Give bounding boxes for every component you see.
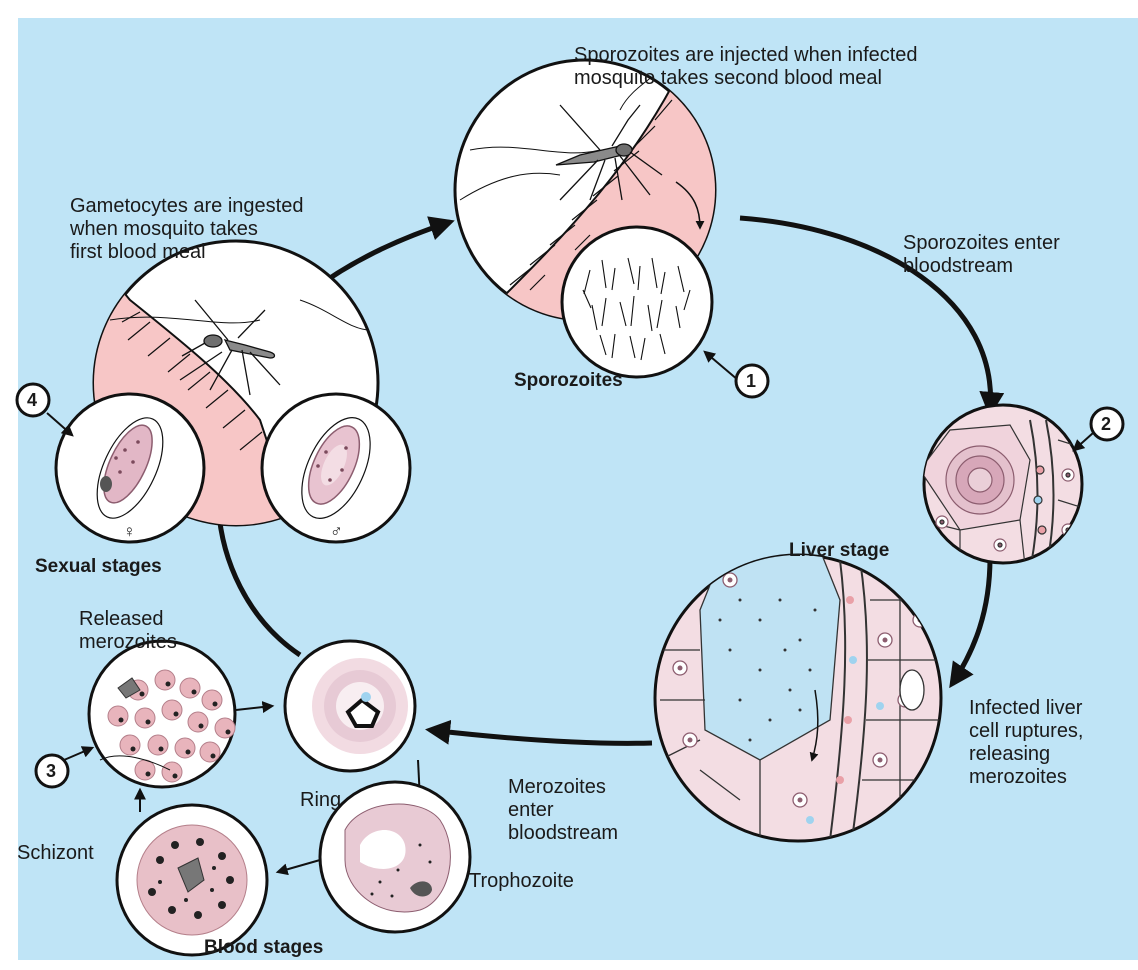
trophozoite-circle xyxy=(320,782,470,932)
schizont-circle xyxy=(117,805,267,955)
liver-stage-circle xyxy=(920,405,1090,575)
male-symbol: ♂ xyxy=(330,523,343,541)
female-gametocyte-circle xyxy=(56,394,204,542)
released-merozoites-label: Released merozoites xyxy=(79,608,177,654)
marker-3: 3 xyxy=(46,760,56,783)
marker-4: 4 xyxy=(27,389,37,412)
schizont-label: Schizont xyxy=(17,842,94,865)
marker-2: 2 xyxy=(1101,413,1111,436)
arrow-merozoites-enter xyxy=(430,730,652,743)
gametocytes-ingested-label: Gametocytes are ingested when mosquito t… xyxy=(70,195,303,264)
ruptured-liver-circle xyxy=(655,550,941,841)
sporozoites-enter-label: Sporozoites enter bloodstream xyxy=(903,232,1060,278)
infected-liver-label: Infected liver cell ruptures, releasing … xyxy=(969,697,1084,789)
trophozoite-label: Trophozoite xyxy=(469,870,574,893)
sporozoites-inset xyxy=(562,227,712,377)
ring-label: Ring xyxy=(300,789,341,812)
female-symbol: ♀ xyxy=(123,523,136,541)
ring-stage-circle xyxy=(285,641,415,771)
arrow-liver-to-rupture xyxy=(952,558,990,684)
marker-1: 1 xyxy=(746,370,756,393)
liver-stage-label: Liver stage xyxy=(789,539,889,562)
sexual-stages-label: Sexual stages xyxy=(35,555,162,578)
blood-stages-label: Blood stages xyxy=(204,936,323,959)
merozoites-enter-label: Merozoites enter bloodstream xyxy=(508,776,618,845)
male-gametocyte-circle xyxy=(262,394,410,542)
sporozoites-injected-label: Sporozoites are injected when infected m… xyxy=(574,44,918,90)
sporozoites-label: Sporozoites xyxy=(514,369,623,392)
released-merozoites-circle xyxy=(89,641,235,787)
